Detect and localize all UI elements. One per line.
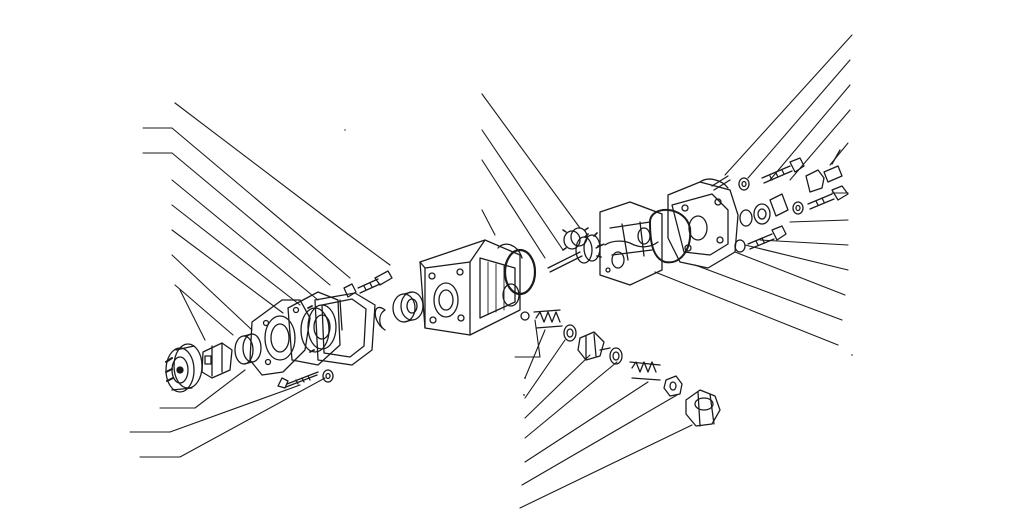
scan-specks (344, 129, 853, 396)
small-washer (739, 178, 749, 190)
valve-spring-2 (630, 362, 660, 380)
leader-line (482, 94, 580, 228)
relief-spring (534, 310, 562, 328)
leader-line (748, 60, 850, 178)
leader-line (140, 378, 325, 457)
leader-line (760, 240, 848, 245)
cover-bolt-lower (735, 226, 786, 252)
leader-line (172, 205, 300, 305)
leader-line (655, 272, 838, 345)
leader-line (790, 220, 848, 222)
drive-flange-block (202, 343, 232, 378)
leader-line (515, 320, 540, 357)
leader-line (175, 285, 233, 335)
cover-bolt-upper (762, 158, 804, 183)
cover-bolt-right (808, 186, 848, 209)
drive-coupling (166, 344, 202, 392)
end-cover (668, 179, 738, 268)
leader-lines (130, 35, 852, 508)
leader-line (482, 130, 563, 250)
leader-line (172, 230, 283, 313)
leader-line (525, 340, 565, 398)
leader-line (725, 35, 852, 175)
leader-line (143, 128, 350, 278)
shaft-bearing (393, 292, 423, 322)
leader-line (180, 290, 205, 340)
valve-seal-ring (564, 325, 576, 341)
leader-line (160, 370, 245, 408)
leader-line (525, 355, 590, 418)
valve-washer-2 (610, 348, 622, 364)
leader-line (525, 330, 545, 378)
leader-line (482, 210, 495, 235)
drive-gear-shaft (548, 233, 604, 272)
leader-line (175, 103, 390, 265)
mounting-flange (250, 300, 310, 375)
wear-plate (600, 202, 662, 285)
seal-rings-stack (740, 194, 803, 226)
leader-line (143, 153, 330, 285)
leader-line (745, 245, 848, 270)
leader-line (482, 160, 545, 258)
idler-gear (563, 228, 588, 250)
leader-line (770, 85, 850, 180)
leader-line (735, 252, 845, 295)
dowel-pin (712, 176, 730, 190)
leader-line (130, 385, 300, 432)
valve-body (578, 332, 610, 360)
lock-washer (323, 370, 333, 382)
upper-bolt (344, 271, 392, 297)
leader-line (172, 255, 252, 330)
leader-line (525, 382, 648, 462)
pump-housing (420, 240, 522, 335)
leader-line (695, 265, 842, 320)
fitting-union (806, 150, 842, 192)
leader-line (172, 180, 318, 300)
mounting-bolt (278, 372, 318, 388)
housing-o-ring (505, 250, 535, 294)
retaining-ring (375, 307, 385, 330)
gasket-plate (315, 293, 375, 365)
valve-washer (521, 312, 529, 320)
cover-gasket (650, 210, 690, 262)
leader-line (525, 362, 617, 438)
hex-nut (664, 376, 682, 396)
leader-line (520, 425, 692, 508)
coupling-sleeve (235, 334, 261, 364)
leader-line (522, 395, 677, 485)
cap-nut (686, 390, 720, 426)
